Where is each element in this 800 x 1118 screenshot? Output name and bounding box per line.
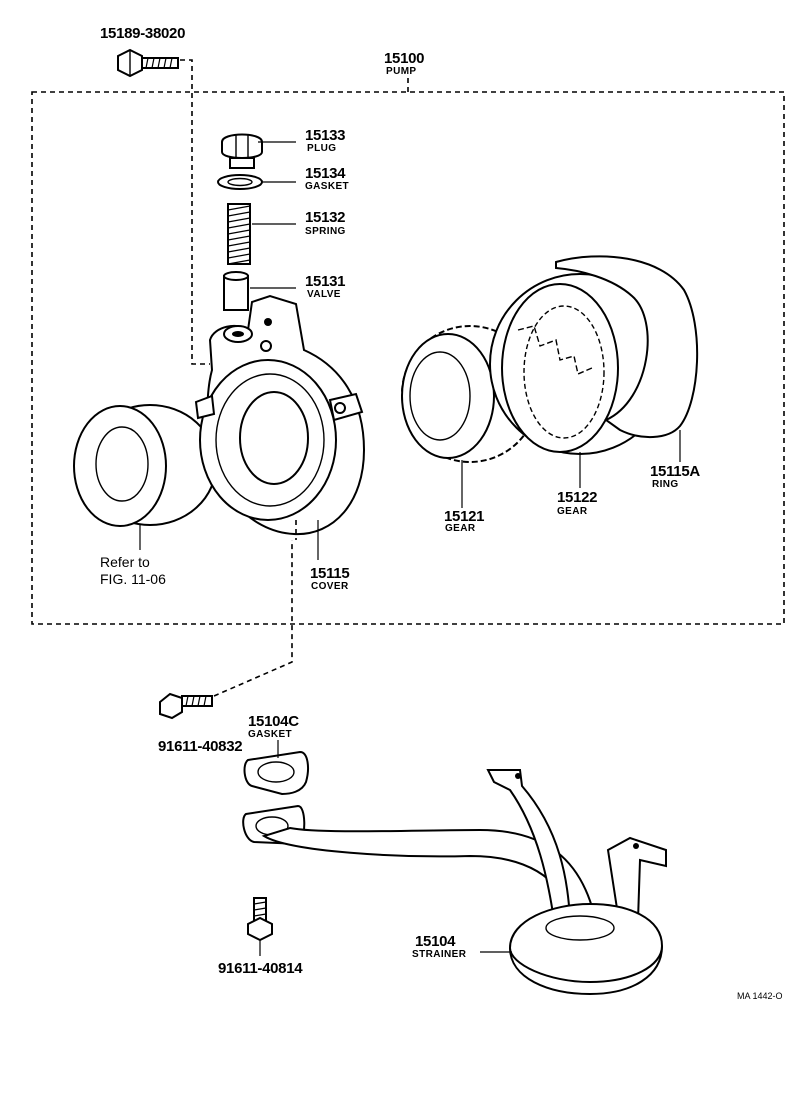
- part-name-gasket: GASKET: [305, 181, 350, 192]
- bolt-15189-38020: [117, 48, 210, 365]
- spring-15132: [227, 203, 296, 265]
- oil-seal: [73, 404, 217, 550]
- strainer-15104: [242, 769, 667, 996]
- part-number-15133: 15133: [305, 127, 346, 144]
- part-number-15122: 15122: [557, 489, 598, 506]
- part-number-15115: 15115: [310, 565, 350, 582]
- part-name-gasket-15104C: GASKET: [248, 729, 293, 740]
- bolt-91611-40814: [247, 897, 273, 956]
- pump-assembly-frame: [31, 78, 785, 625]
- part-number-15104: 15104: [415, 933, 456, 950]
- part-name-valve: VALVE: [307, 289, 341, 300]
- part-number-15121: 15121: [444, 508, 485, 525]
- part-name-ring: RING: [652, 479, 679, 490]
- part-name-gear-15122: GEAR: [557, 506, 588, 517]
- part-number-91611-40832: 91611-40832: [158, 738, 243, 755]
- o-ring-15115A: [555, 255, 699, 462]
- part-name-strainer: STRAINER: [412, 949, 467, 960]
- assembly-name: PUMP: [386, 66, 417, 77]
- part-name-plug: PLUG: [307, 143, 337, 154]
- part-number-15104C: 15104C: [248, 713, 299, 730]
- part-number-15115A: 15115A: [650, 463, 700, 480]
- valve-15131: [223, 271, 296, 311]
- part-name-gear-15121: GEAR: [445, 523, 476, 534]
- part-number-15132: 15132: [305, 209, 346, 226]
- reference-line-2: FIG. 11-06: [100, 571, 166, 587]
- gasket-15134: [217, 174, 296, 190]
- plug-15133: [221, 133, 296, 169]
- bolt-91611-40832: [159, 540, 293, 720]
- part-name-cover: COVER: [311, 581, 349, 592]
- pump-cover-15115: [194, 294, 366, 560]
- part-number-15189-38020: 15189-38020: [100, 25, 186, 42]
- part-number-91611-40814: 91611-40814: [218, 960, 303, 977]
- part-name-spring: SPRING: [305, 226, 346, 237]
- part-number-15134: 15134: [305, 165, 346, 182]
- assembly-number: 15100: [384, 50, 425, 67]
- part-number-15131: 15131: [305, 273, 346, 290]
- reference-line-1: Refer to: [100, 554, 150, 570]
- gasket-15104C: [243, 740, 309, 796]
- drawing-code: MA 1442-O: [737, 991, 783, 1001]
